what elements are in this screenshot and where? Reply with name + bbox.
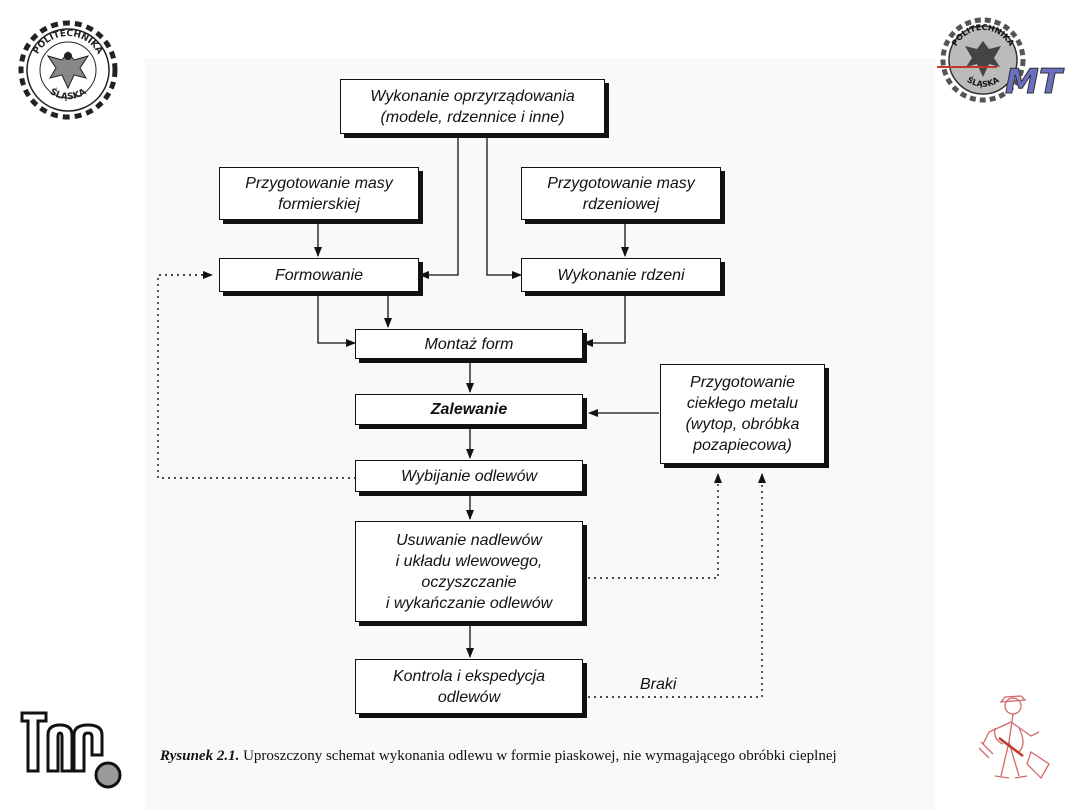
box-wybijanie-odlewow: Wybijanie odlewów [355, 460, 583, 492]
box-masa-formierska: Przygotowanie masy formierskiej [219, 167, 419, 220]
box-montaz-form: Montaż form [355, 329, 583, 359]
foundry-worker-icon [978, 695, 1050, 780]
figure-caption: Rysunek 2.1. Uproszczony schemat wykonan… [160, 747, 925, 766]
return-wybijanie-formowanie [157, 271, 356, 479]
connector-to-formowanie [419, 135, 459, 279]
mt-text: MT [1005, 62, 1065, 102]
box-usuwanie-nadlewow: Usuwanie nadlewów i układu wlewowego, oc… [355, 521, 583, 622]
label-braki: Braki [640, 676, 677, 693]
return-braki-metal [588, 473, 766, 698]
box-zalewanie: Zalewanie [355, 394, 583, 425]
connector-formowanie-montaz-left [317, 293, 356, 347]
connector-to-rdzenie [486, 135, 522, 279]
caption-prefix: Rysunek 2.1. [160, 748, 240, 764]
box-masa-rdzeniowa: Przygotowanie masy rdzeniowej [521, 167, 721, 220]
box-formowanie: Formowanie [219, 258, 419, 292]
connector-rdzenie-montaz [583, 293, 626, 347]
mt-logo-icon: POLITECHNIKA ŚLĄSKA MT [937, 17, 1065, 103]
box-kontrola-ekspedycja: Kontrola i ekspedycja odlewów [355, 659, 583, 714]
box-wykonanie-rdzeni: Wykonanie rdzeni [521, 258, 721, 292]
eagle-gear-seal-icon: POLITECHNIKA ŚLĄSKA [18, 20, 118, 120]
caption-text: Uproszczony schemat wykonania odlewu w f… [239, 748, 837, 764]
return-usuwanie-metal [588, 473, 722, 579]
box-przygotowanie-metalu: Przygotowanie ciekłego metalu (wytop, ob… [660, 364, 825, 464]
box-wykonanie-oprzyrzadowania: Wykonanie oprzyrządowania (modele, rdzen… [340, 79, 605, 134]
tm-logo-icon [20, 711, 122, 789]
